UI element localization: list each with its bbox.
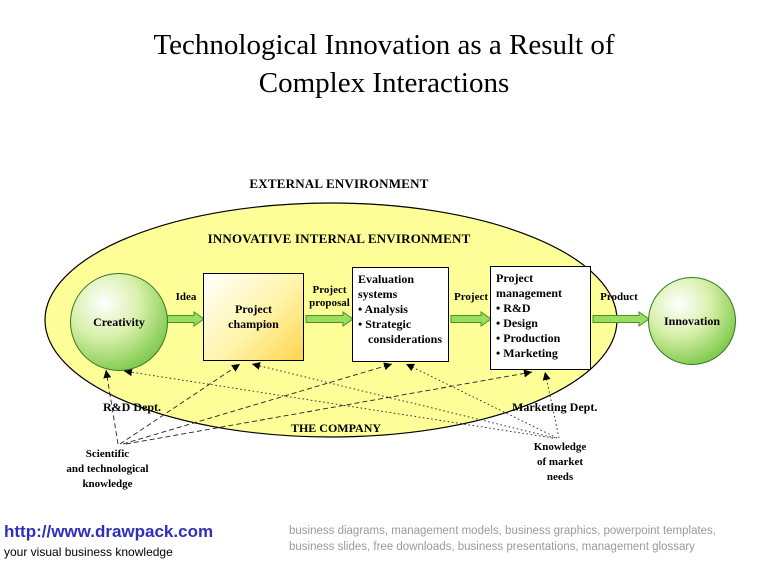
management-item: • Production — [496, 331, 561, 345]
project-flow-arrow — [450, 311, 492, 327]
project-management-box: Project management • R&D • Design • Prod… — [490, 266, 591, 370]
evaluation-item: • Analysis — [358, 302, 408, 316]
idea-flow-arrow — [166, 311, 205, 327]
creativity-node: Creativity — [70, 273, 168, 371]
creativity-label: Creativity — [93, 314, 145, 329]
slide-title: Technological Innovation as a Result of … — [153, 29, 615, 99]
external-environment-label: EXTERNAL ENVIRONMENT — [249, 176, 429, 191]
evaluation-systems-box: Evaluation systems • Analysis • Strategi… — [352, 267, 449, 362]
proposal-flow-arrow — [305, 311, 354, 327]
management-item: • Marketing — [496, 346, 558, 360]
internal-environment-label: INNOVATIVE INTERNAL ENVIRONMENT — [207, 231, 471, 246]
marketing-dept-label: Marketing Dept. — [512, 400, 598, 414]
project-label: Project — [454, 291, 488, 303]
scientific-knowledge-label: Scientific and technological knowledge — [66, 448, 149, 490]
innovation-node: Innovation — [648, 277, 736, 365]
rd-dept-label: R&D Dept. — [103, 400, 161, 414]
scientific-knowledge-connectors — [103, 362, 533, 445]
evaluation-systems-title: Evaluation systems — [358, 272, 415, 301]
footer-tagline: your visual business knowledge — [4, 545, 173, 559]
evaluation-item: • Strategic considerations — [358, 317, 443, 346]
project-champion-box: Project champion — [203, 273, 304, 361]
management-item: • R&D — [496, 301, 531, 315]
project-proposal-label: Project proposal — [309, 284, 350, 309]
idea-label: Idea — [175, 291, 197, 303]
footer-description: business diagrams, management models, bu… — [289, 525, 716, 553]
product-label: Product — [600, 291, 638, 303]
innovation-label: Innovation — [663, 313, 721, 328]
market-knowledge-connectors — [123, 362, 560, 439]
footer-url-link[interactable]: http://www.drawpack.com — [4, 522, 214, 541]
project-management-title: Project management — [496, 271, 562, 300]
project-champion-label: Project champion — [228, 302, 279, 331]
product-flow-arrow — [592, 311, 650, 327]
market-knowledge-label: Knowledge of market needs — [533, 441, 587, 483]
company-label: THE COMPANY — [290, 421, 382, 435]
management-item: • Design — [496, 316, 538, 330]
